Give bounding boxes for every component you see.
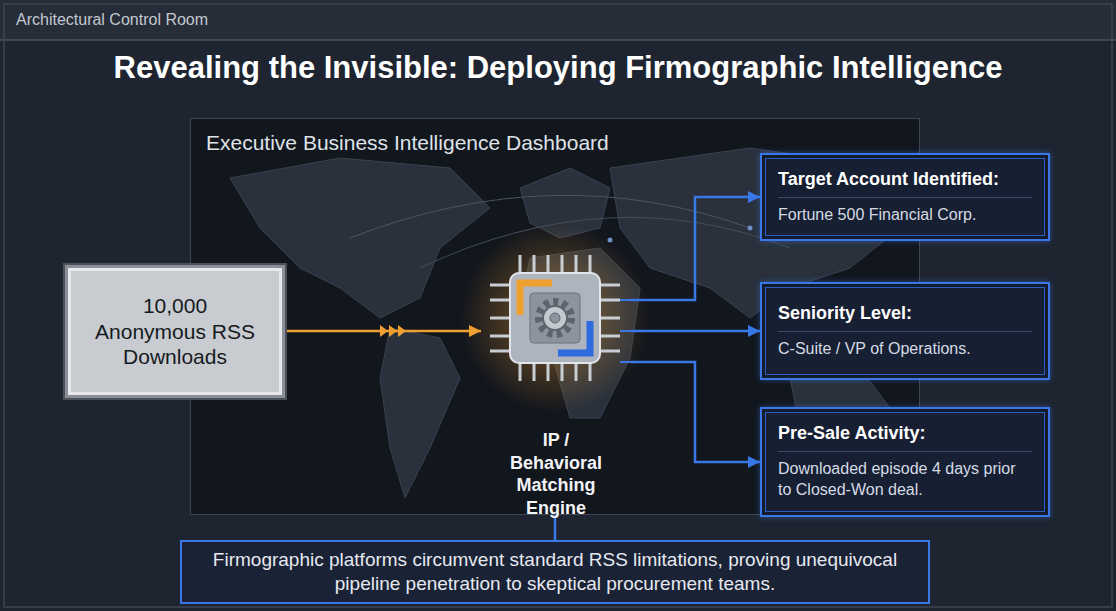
top-bar-rule bbox=[0, 39, 1116, 41]
pin bbox=[490, 335, 510, 338]
node-heading: Target Account Identified: bbox=[778, 169, 1032, 198]
pin bbox=[490, 317, 510, 320]
node-heading: Seniority Level: bbox=[778, 303, 1032, 332]
map-dot bbox=[748, 226, 753, 231]
result-box: Pre-Sale Activity: Downloaded episode 4 d… bbox=[760, 407, 1050, 517]
pin bbox=[575, 363, 578, 381]
pin bbox=[519, 363, 522, 381]
engine-node: IP / Behavioral Matching Engine bbox=[481, 269, 631, 531]
pin bbox=[490, 299, 510, 302]
trace bbox=[620, 299, 631, 301]
pin bbox=[600, 335, 620, 338]
continent bbox=[380, 328, 460, 498]
result-box: Target Account Identified: Fortune 500 Fi… bbox=[760, 153, 1050, 241]
trace bbox=[620, 361, 631, 363]
pin bbox=[600, 350, 620, 353]
connector bbox=[554, 515, 557, 540]
gear-teeth bbox=[539, 302, 571, 334]
connector bbox=[631, 362, 760, 462]
node-body: Fortune 500 Financial Corp. bbox=[778, 205, 1032, 226]
pin bbox=[547, 255, 550, 273]
frame bbox=[4, 4, 1112, 607]
pin bbox=[519, 255, 522, 273]
pin bbox=[561, 363, 564, 381]
gear-body bbox=[543, 306, 567, 330]
pin bbox=[533, 255, 536, 273]
node-heading: 10,000 Anonymous RSS Downloads bbox=[92, 293, 258, 370]
pin bbox=[600, 317, 620, 320]
caption-box: Firmographic platforms circumvent standa… bbox=[180, 540, 930, 604]
page-title: Revealing the Invisible: Deploying Firmo… bbox=[0, 50, 1116, 86]
pin bbox=[589, 255, 592, 273]
trace bbox=[620, 330, 631, 332]
node-heading: Pre-Sale Activity: bbox=[778, 423, 1032, 452]
pin bbox=[600, 299, 620, 302]
node-body: C-Suite / VP of Operations. bbox=[778, 339, 1032, 360]
chip-body bbox=[510, 273, 600, 363]
pin bbox=[490, 350, 510, 353]
source-box: 10,000 Anonymous RSS Downloads bbox=[65, 265, 285, 398]
node-heading: Firmographic platforms circumvent standa… bbox=[194, 548, 916, 596]
pin bbox=[561, 255, 564, 273]
gear-hub bbox=[550, 313, 560, 323]
chip-traces bbox=[620, 300, 631, 362]
connector bbox=[631, 330, 760, 333]
pin bbox=[589, 363, 592, 381]
pin bbox=[533, 363, 536, 381]
chip-glow bbox=[460, 223, 650, 413]
chip-core bbox=[530, 293, 580, 343]
result-box: Seniority Level: C-Suite / VP of Operatio… bbox=[760, 282, 1050, 380]
node-body: Downloaded episode 4 days prior to Close… bbox=[778, 459, 1032, 501]
connector bbox=[285, 330, 481, 333]
top-bar bbox=[0, 0, 1116, 40]
window-label: Architectural Control Room bbox=[16, 11, 208, 29]
pin bbox=[547, 363, 550, 381]
node-heading: IP / Behavioral Matching Engine bbox=[481, 417, 631, 531]
connector bbox=[631, 197, 760, 300]
pin bbox=[490, 284, 510, 287]
pin bbox=[575, 255, 578, 273]
pin bbox=[600, 284, 620, 287]
chip-pins bbox=[490, 255, 620, 381]
